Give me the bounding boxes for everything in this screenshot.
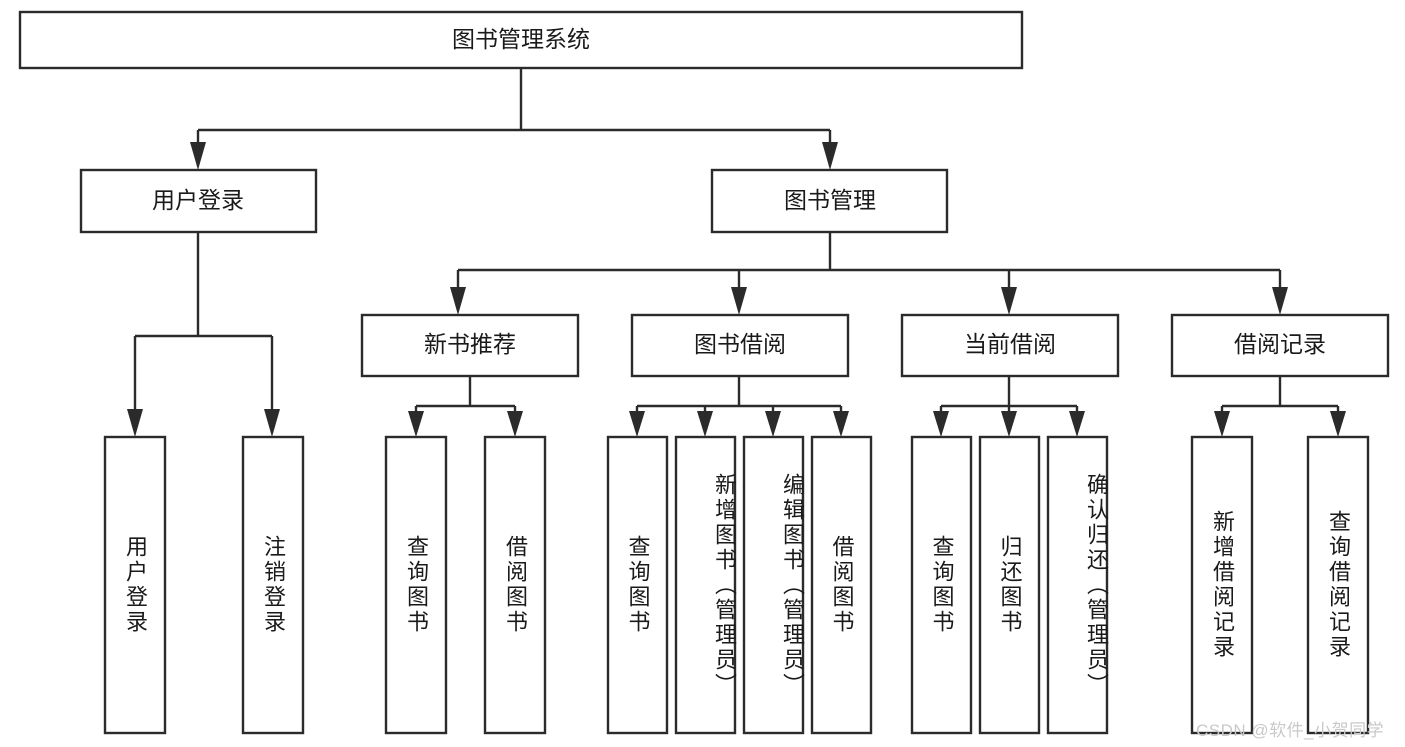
node-leaf-logout-login[interactable] (241, 435, 305, 735)
connector-book-borrow-to-leaves (629, 376, 849, 437)
node-new-book-recommend[interactable] (360, 313, 580, 378)
connector-user-login-to-leaves (127, 232, 280, 437)
node-leaf-user-login[interactable] (103, 435, 167, 735)
watermark-text: CSDN @软件_小贺同学 (1196, 721, 1385, 740)
node-book-manage-label: 图书管理 (784, 187, 876, 213)
arrow-head-leaf-add-borrow-record (1214, 411, 1230, 437)
node-leaf-query-book-2[interactable] (606, 435, 669, 735)
node-borrow-record-label: 借阅记录 (1234, 331, 1326, 357)
node-book-borrow-label: 图书借阅 (694, 331, 786, 357)
node-user-login[interactable] (79, 168, 318, 234)
node-leaf-return-book[interactable] (978, 435, 1041, 735)
node-new-book-recommend-label: 新书推荐 (424, 331, 516, 357)
node-root[interactable] (18, 10, 1024, 70)
node-user-login-label: 用户登录 (152, 187, 244, 213)
node-leaf-confirm-return-admin[interactable] (1046, 435, 1109, 735)
arrow-head-new-book-recommend (450, 287, 466, 315)
connector-root-to-level2 (190, 68, 838, 170)
arrow-head-leaf-confirm-return-admin (1069, 411, 1085, 437)
arrow-head-leaf-user-login (127, 409, 143, 437)
arrow-head-book-borrow (731, 287, 747, 315)
node-book-borrow[interactable] (630, 313, 850, 378)
arrow-head-borrow-record (1272, 287, 1288, 315)
connector-current-borrow-to-leaves (933, 376, 1085, 437)
connector-book-manage-to-level3 (450, 232, 1288, 315)
node-book-manage[interactable] (710, 168, 949, 234)
arrow-head-leaf-return-book (1001, 411, 1017, 437)
node-leaf-query-book-1[interactable] (384, 435, 448, 735)
arrow-head-book-manage (822, 142, 838, 170)
node-root-label: 图书管理系统 (452, 26, 590, 52)
node-current-borrow-label: 当前借阅 (964, 331, 1056, 357)
arrow-head-current-borrow (1001, 287, 1017, 315)
arrow-head-leaf-edit-book-admin (765, 411, 781, 437)
node-leaf-borrow-book-2[interactable] (810, 435, 873, 735)
node-leaf-add-book-admin[interactable] (674, 435, 737, 735)
arrow-head-user-login (190, 142, 206, 170)
arrow-head-leaf-query-borrow-record (1330, 411, 1346, 437)
node-leaf-edit-book-admin[interactable] (742, 435, 805, 735)
arrow-head-leaf-logout-login (264, 409, 280, 437)
node-leaf-query-book-3[interactable] (910, 435, 973, 735)
node-borrow-record[interactable] (1170, 313, 1390, 378)
node-leaf-add-borrow-record[interactable] (1190, 435, 1254, 735)
arrow-head-leaf-borrow-book-1 (507, 411, 523, 437)
node-leaf-borrow-book-1[interactable] (483, 435, 547, 735)
connector-new-book-recommend-to-leaves (408, 376, 523, 437)
arrow-head-leaf-query-book-2 (629, 411, 645, 437)
node-current-borrow[interactable] (900, 313, 1120, 378)
arrow-head-leaf-borrow-book-2 (833, 411, 849, 437)
arrow-head-leaf-add-book-admin (697, 411, 713, 437)
arrow-head-leaf-query-book-3 (933, 411, 949, 437)
arrow-head-leaf-query-book-1 (408, 411, 424, 437)
connector-borrow-record-to-leaves (1214, 376, 1346, 437)
node-leaf-query-borrow-record[interactable] (1306, 435, 1370, 735)
